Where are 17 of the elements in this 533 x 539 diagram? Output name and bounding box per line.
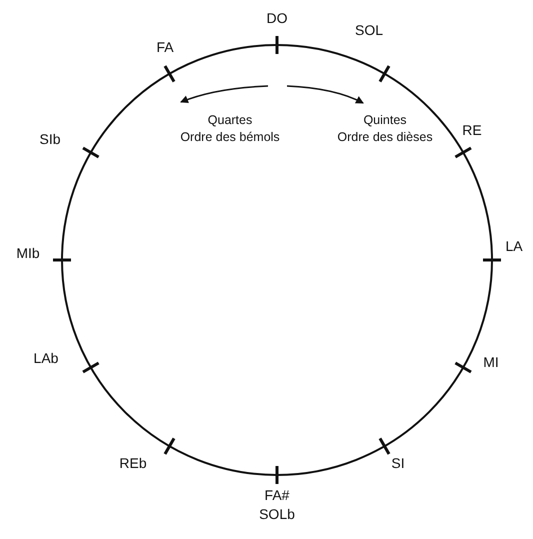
interval-label: Quartes xyxy=(208,113,252,127)
interval-label: Quintes xyxy=(363,113,407,127)
note-label: REb xyxy=(119,455,147,471)
order-label: Ordre des bémols xyxy=(180,130,280,144)
note-label: MI xyxy=(483,354,499,370)
order-label: Ordre des dièses xyxy=(337,130,433,144)
note-label: SOLb xyxy=(259,506,295,522)
note-label: LA xyxy=(505,238,523,254)
note-label: SI xyxy=(391,455,405,471)
note-label: LAb xyxy=(34,350,58,366)
note-label: DO xyxy=(266,10,288,26)
note-label: FA# xyxy=(264,487,290,503)
note-label: MIb xyxy=(16,245,40,261)
note-label: RE xyxy=(462,122,482,138)
note-label: SOL xyxy=(355,22,383,38)
note-label: FA xyxy=(156,39,174,55)
note-label: SIb xyxy=(40,131,60,147)
